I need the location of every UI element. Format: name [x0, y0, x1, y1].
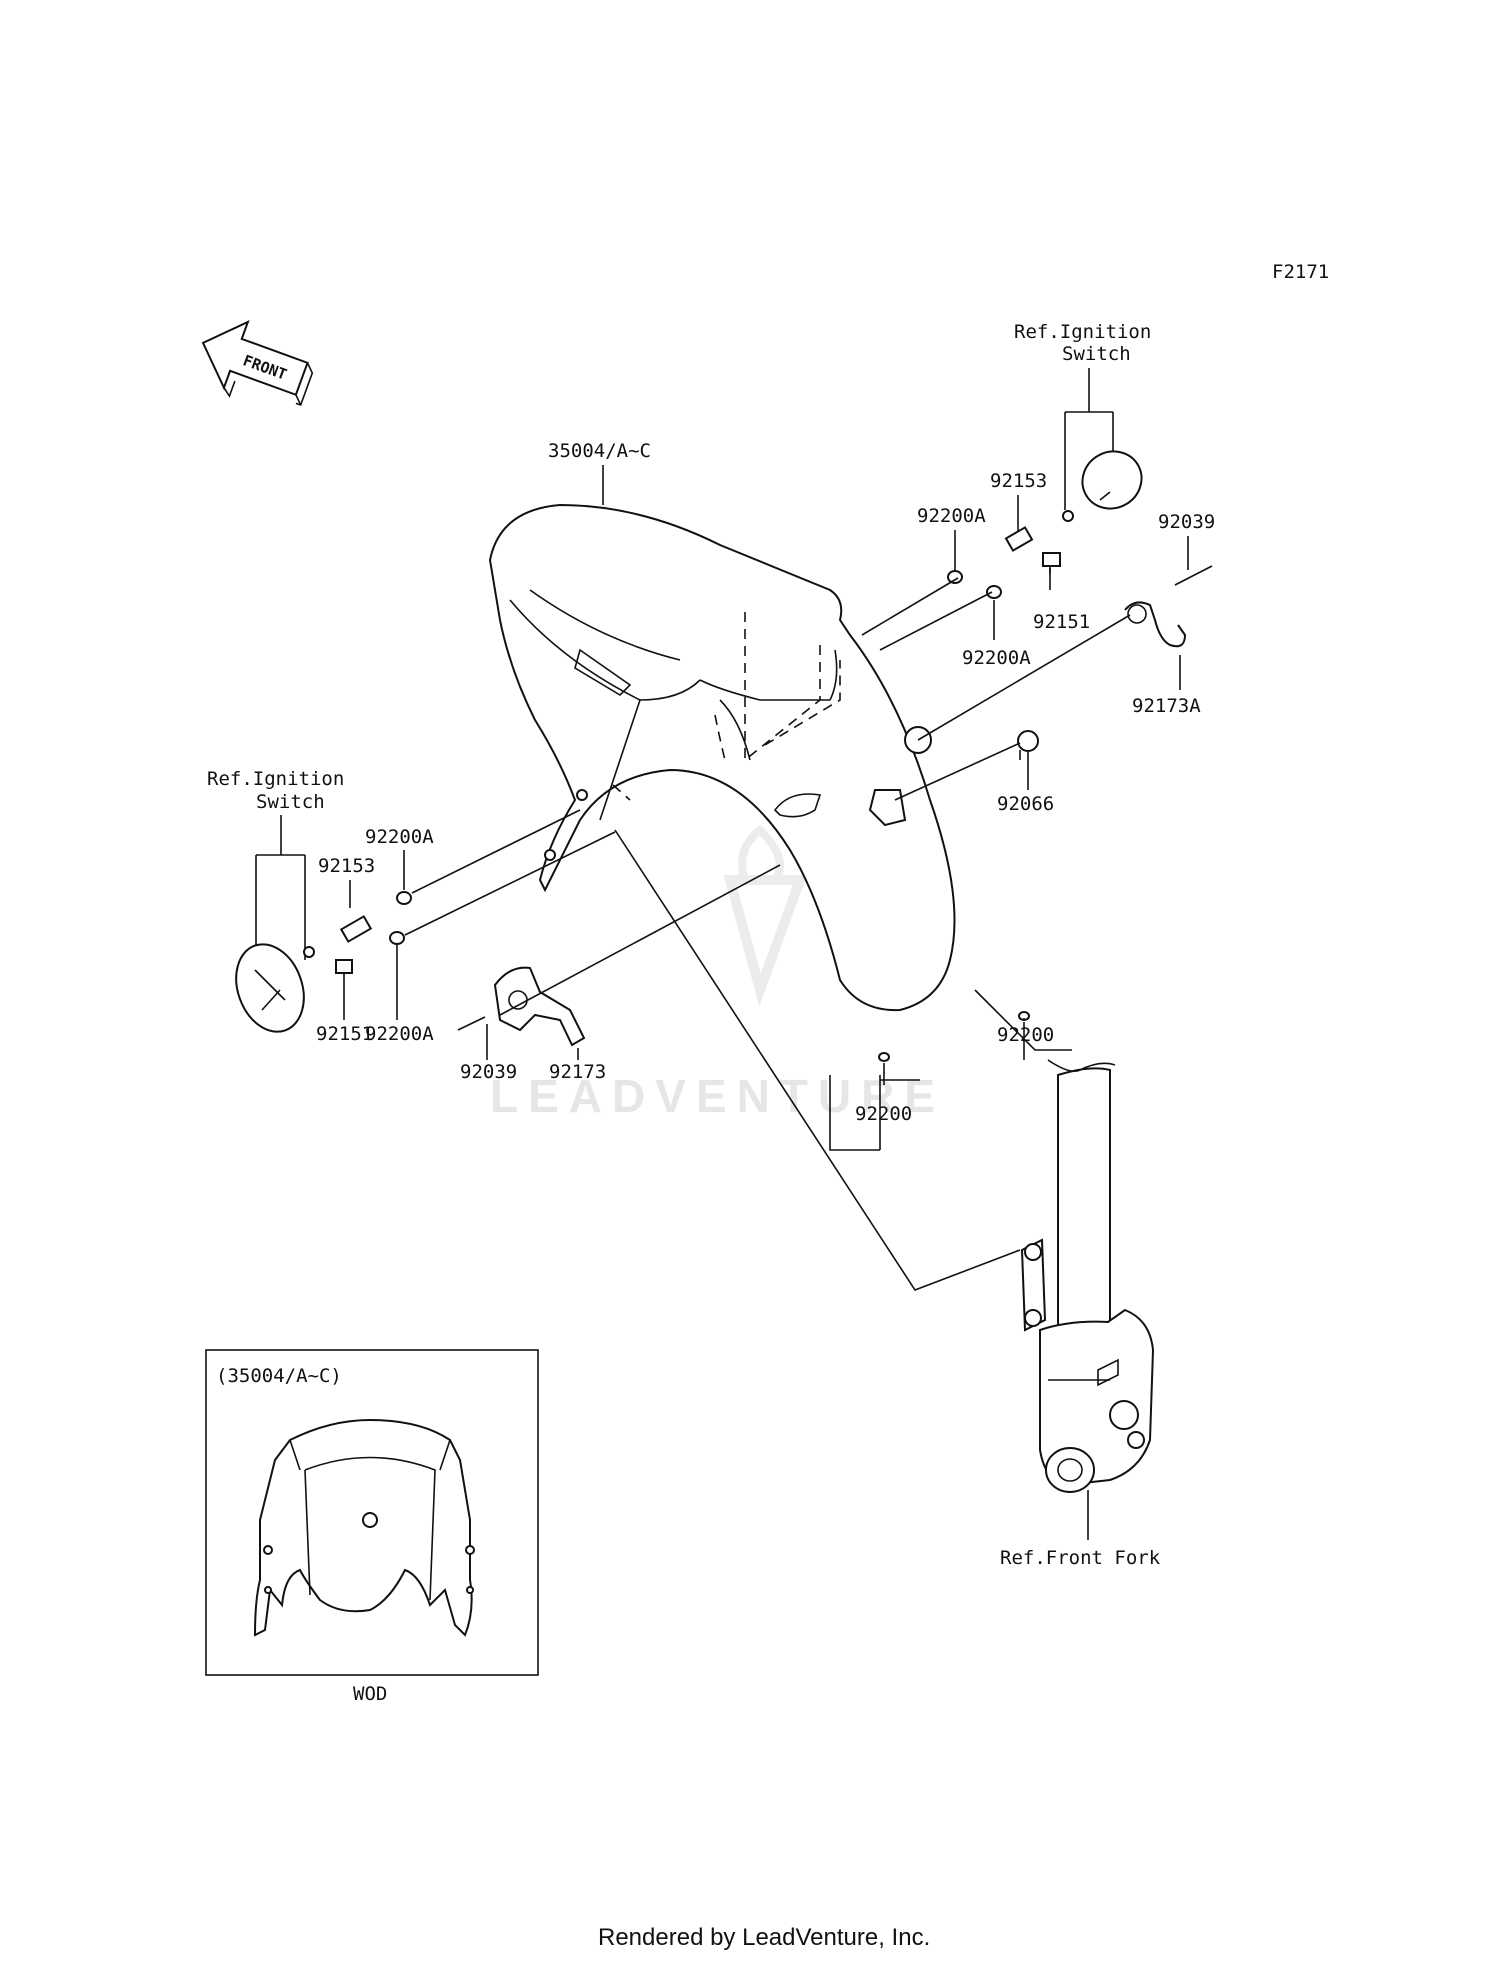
label-l-92200a-top: 92200A	[365, 826, 434, 848]
clip-92173	[493, 966, 586, 1047]
label-r-92039: 92039	[1158, 511, 1215, 533]
clip-92173a	[1124, 601, 1187, 648]
front-fork	[1020, 1059, 1155, 1493]
label-l-92200a-bottom: 92200A	[365, 1023, 434, 1045]
watermark-text: LEADVENTURE	[490, 1070, 945, 1122]
label-l-92151: 92151	[316, 1023, 373, 1045]
inset-title: (35004/A~C)	[216, 1365, 342, 1387]
inset-caption: WOD	[353, 1683, 387, 1705]
label-r-92200a-bottom: 92200A	[962, 647, 1031, 669]
inset-box: (35004/A~C)	[205, 1349, 539, 1676]
label-r-92173a: 92173A	[1132, 695, 1201, 717]
front-arrow-icon: FRONT	[201, 320, 314, 407]
label-l-92173: 92173	[549, 1061, 606, 1083]
label-r-92066: 92066	[997, 793, 1054, 815]
label-r-92151: 92151	[1033, 611, 1090, 633]
diagram-code: F2171	[1272, 261, 1329, 283]
watermark: LEADVENTURE	[490, 824, 945, 1122]
footer-credit: Rendered by LeadVenture, Inc.	[598, 1924, 930, 1951]
label-c-92200: 92200	[855, 1103, 912, 1125]
inset-fender	[253, 1418, 475, 1637]
ref-ignition-right-line2: Switch	[1062, 343, 1131, 365]
ref-ignition-right-line1: Ref.Ignition	[1014, 321, 1151, 343]
ref-ignition-left-line2: Switch	[256, 791, 325, 813]
front-fender	[488, 503, 956, 1012]
ignition-switch-right	[1062, 450, 1143, 522]
label-l-92153: 92153	[318, 855, 375, 877]
ref-ignition-left-line1: Ref.Ignition	[207, 768, 344, 790]
label-l-92039: 92039	[460, 1061, 517, 1083]
label-r-92200: 92200	[997, 1024, 1054, 1046]
label-fender: 35004/A~C	[548, 440, 651, 462]
label-r-92153: 92153	[990, 470, 1047, 492]
ignition-switch-left	[235, 943, 315, 1033]
label-r-92200a-top: 92200A	[917, 505, 986, 527]
ref-front-fork: Ref.Front Fork	[1000, 1547, 1161, 1569]
